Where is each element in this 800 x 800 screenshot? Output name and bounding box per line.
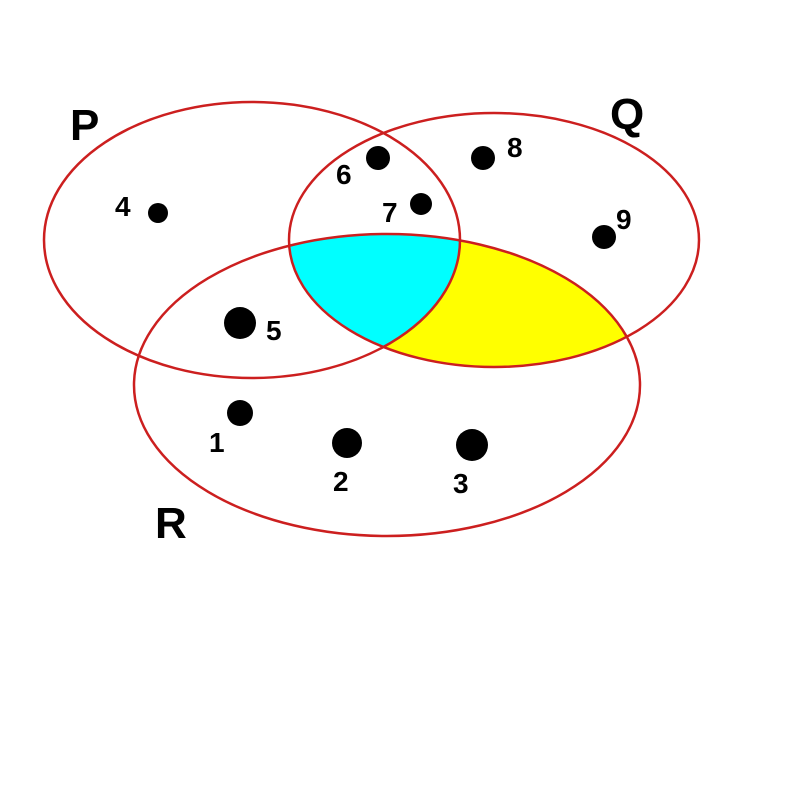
point-7-dot bbox=[410, 193, 432, 215]
set-q-circle bbox=[287, 111, 701, 369]
point-5-dot bbox=[224, 307, 256, 339]
point-2-dot bbox=[332, 428, 362, 458]
point-6: 6 bbox=[336, 146, 390, 190]
point-7-label: 7 bbox=[382, 197, 398, 228]
point-5-label: 5 bbox=[266, 315, 282, 346]
point-9-dot bbox=[592, 225, 616, 249]
point-8: 8 bbox=[471, 132, 523, 170]
point-1-label: 1 bbox=[209, 427, 225, 458]
point-4-label: 4 bbox=[115, 191, 131, 222]
point-4-dot bbox=[148, 203, 168, 223]
point-2-label: 2 bbox=[333, 466, 349, 497]
point-3-label: 3 bbox=[453, 468, 469, 499]
set-label-q: Q bbox=[610, 90, 644, 139]
point-6-label: 6 bbox=[336, 159, 352, 190]
point-3-dot bbox=[456, 429, 488, 461]
point-1-dot bbox=[227, 400, 253, 426]
point-1: 1 bbox=[209, 400, 253, 458]
point-4: 4 bbox=[115, 191, 168, 223]
point-6-dot bbox=[366, 146, 390, 170]
point-9: 9 bbox=[592, 204, 632, 249]
set-r-circle bbox=[132, 232, 642, 538]
set-label-p: P bbox=[70, 101, 99, 150]
point-9-label: 9 bbox=[616, 204, 632, 235]
point-5: 5 bbox=[224, 307, 282, 346]
point-8-dot bbox=[471, 146, 495, 170]
point-7: 7 bbox=[382, 193, 432, 228]
point-3: 3 bbox=[453, 429, 488, 499]
point-2: 2 bbox=[332, 428, 362, 497]
set-label-r: R bbox=[155, 499, 187, 548]
point-8-label: 8 bbox=[507, 132, 523, 163]
